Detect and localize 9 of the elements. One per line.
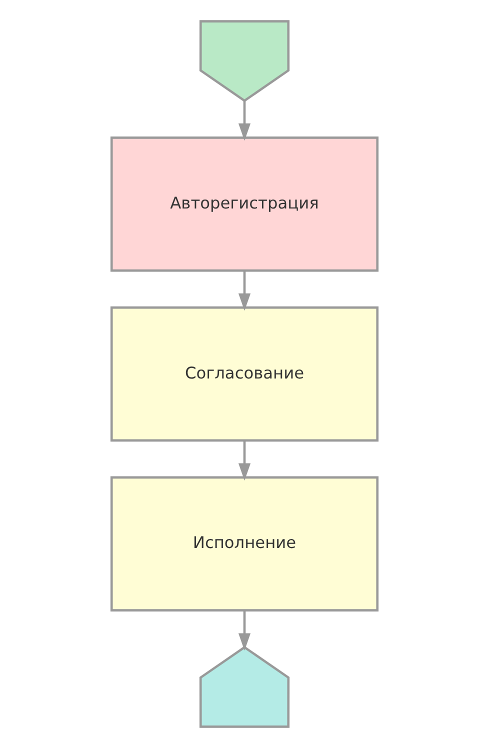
arrow [238, 271, 250, 311]
node-box: Исполнение [110, 476, 378, 612]
node-box: Согласование [110, 306, 378, 442]
arrow [238, 440, 250, 481]
arrow [238, 101, 250, 141]
node-box: Авторегистрация [110, 136, 378, 272]
node-pentagon [198, 20, 290, 102]
node-pentagon [198, 646, 290, 728]
arrow [238, 610, 250, 651]
